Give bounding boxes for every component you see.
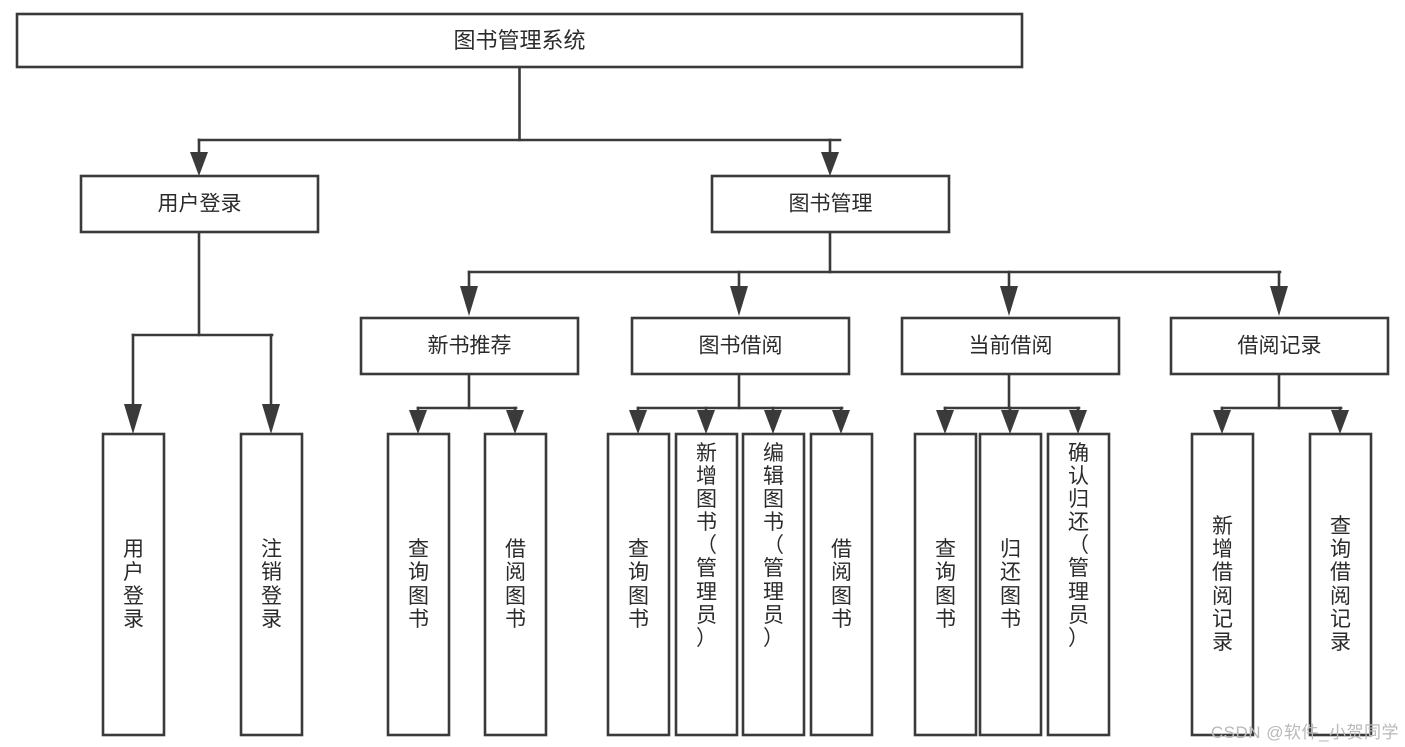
node-book-borrow-box[interactable] — [630, 316, 851, 376]
arrow-head-leaf-user-login — [124, 404, 142, 434]
connector-layer — [124, 65, 1349, 434]
arrow-head-leaf-logout — [262, 404, 280, 434]
leaf-box-bb-1[interactable] — [606, 432, 671, 737]
leaf-box-cb-1[interactable] — [913, 432, 978, 737]
node-book-management-box[interactable] — [710, 174, 951, 234]
arrow-head-cb-leaf-3 — [1069, 410, 1087, 434]
node-book-borrow[interactable]: 图书借阅 — [630, 316, 851, 376]
node-new-book-recommend-label: 新书推荐 — [428, 335, 512, 358]
node-root[interactable]: 图书管理系统 — [15, 12, 1024, 69]
arrow-head-new-book-recommend — [460, 286, 478, 316]
arrow-head-bb-leaf-4 — [832, 410, 850, 434]
node-current-borrow-box[interactable] — [900, 316, 1121, 376]
node-root-box[interactable] — [15, 12, 1024, 69]
arrow-head-br-leaf-1 — [1213, 410, 1231, 434]
arrow-head-book-borrow — [730, 286, 748, 316]
leaf-box-user-login-2[interactable] — [239, 432, 304, 737]
arrow-head-br-leaf-2 — [1331, 410, 1349, 434]
node-current-borrow[interactable]: 当前借阅 — [900, 316, 1121, 376]
node-user-login[interactable]: 用户登录 — [79, 174, 320, 234]
leaf-box-nbr-2[interactable] — [483, 432, 548, 737]
leaf-box-cb-2[interactable] — [978, 432, 1043, 737]
leaf-box-bb-2[interactable] — [674, 432, 739, 737]
arrow-head-cb-leaf-2 — [1001, 410, 1019, 434]
node-borrow-record-label: 借阅记录 — [1238, 335, 1322, 358]
node-book-management-label: 图书管理 — [789, 193, 873, 216]
node-user-login-box[interactable] — [79, 174, 320, 234]
arrow-head-user-login — [190, 152, 208, 176]
leaf-box-br-1[interactable] — [1190, 432, 1255, 737]
node-borrow-record[interactable]: 借阅记录 — [1169, 316, 1390, 376]
arrow-head-bb-leaf-2 — [697, 410, 715, 434]
arrow-head-current-borrow — [1000, 286, 1018, 316]
arrow-head-bb-leaf-3 — [764, 410, 782, 434]
node-new-book-recommend[interactable]: 新书推荐 — [359, 316, 580, 376]
leaf-box-br-2[interactable] — [1308, 432, 1373, 737]
leaf-box-cb-3[interactable] — [1046, 432, 1111, 737]
leaf-box-bb-3[interactable] — [741, 432, 806, 737]
watermark-text: CSDN @软件_小贺同学 — [1210, 723, 1399, 742]
arrow-head-borrow-record — [1270, 286, 1288, 316]
leaf-box-nbr-1[interactable] — [386, 432, 451, 737]
node-borrow-record-box[interactable] — [1169, 316, 1390, 376]
node-book-borrow-label: 图书借阅 — [699, 335, 783, 358]
arrow-head-bb-leaf-1 — [629, 410, 647, 434]
node-user-login-label: 用户登录 — [158, 193, 242, 216]
arrow-head-book-mgmt — [821, 152, 839, 176]
arrow-head-nbr-leaf-2 — [506, 410, 524, 434]
leaf-box-bb-4[interactable] — [809, 432, 874, 737]
node-root-label: 图书管理系统 — [453, 28, 585, 53]
node-current-borrow-label: 当前借阅 — [969, 335, 1053, 358]
arrow-head-cb-leaf-1 — [936, 410, 954, 434]
arrow-head-nbr-leaf-1 — [409, 410, 427, 434]
node-book-management[interactable]: 图书管理 — [710, 174, 951, 234]
node-new-book-recommend-box[interactable] — [359, 316, 580, 376]
leaf-box-user-login-1[interactable] — [101, 432, 166, 737]
